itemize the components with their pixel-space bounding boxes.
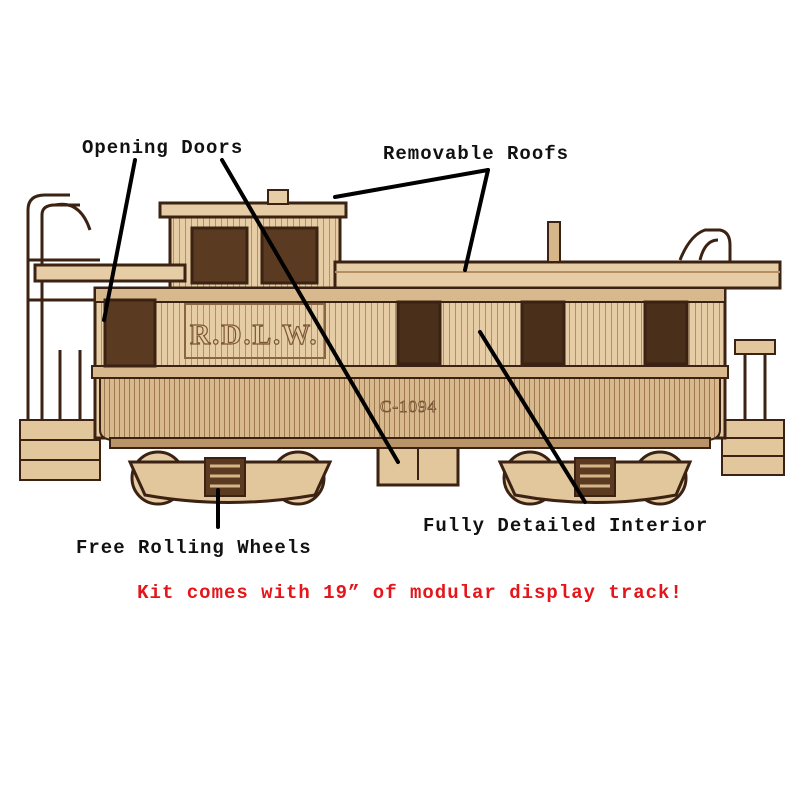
side-window	[643, 300, 689, 366]
leader-interior	[478, 330, 587, 504]
end-door	[103, 298, 157, 368]
leader-opening-doors-2	[220, 158, 400, 464]
opening-doors-label: Opening Doors	[82, 137, 244, 159]
main-roof	[333, 260, 782, 290]
right-steps	[721, 419, 785, 476]
left-end-platform	[26, 193, 100, 470]
fully-detailed-interior-label: Fully Detailed Interior	[423, 515, 709, 537]
reporting-mark: R.D.L.W.	[190, 320, 319, 351]
leader-opening-doors-1	[102, 158, 137, 322]
belt-rail	[91, 365, 729, 379]
leader-removable-roofs-1	[333, 168, 490, 199]
right-end-platform	[678, 228, 767, 430]
lettering-panel	[184, 303, 326, 359]
free-rolling-wheels-label: Free Rolling Wheels	[76, 537, 312, 559]
removable-roofs-label: Removable Roofs	[383, 143, 570, 165]
side-window	[520, 300, 566, 366]
cupola-window	[190, 226, 249, 285]
right-truck	[497, 450, 693, 506]
car-number: C-1094	[380, 397, 437, 416]
side-window	[396, 300, 442, 366]
kit-track-note: Kit comes with 19” of modular display tr…	[137, 582, 683, 604]
left-steps	[19, 419, 101, 481]
callout-leaders	[102, 158, 587, 529]
left-truck	[127, 450, 333, 506]
leader-removable-roofs-2	[463, 168, 490, 272]
